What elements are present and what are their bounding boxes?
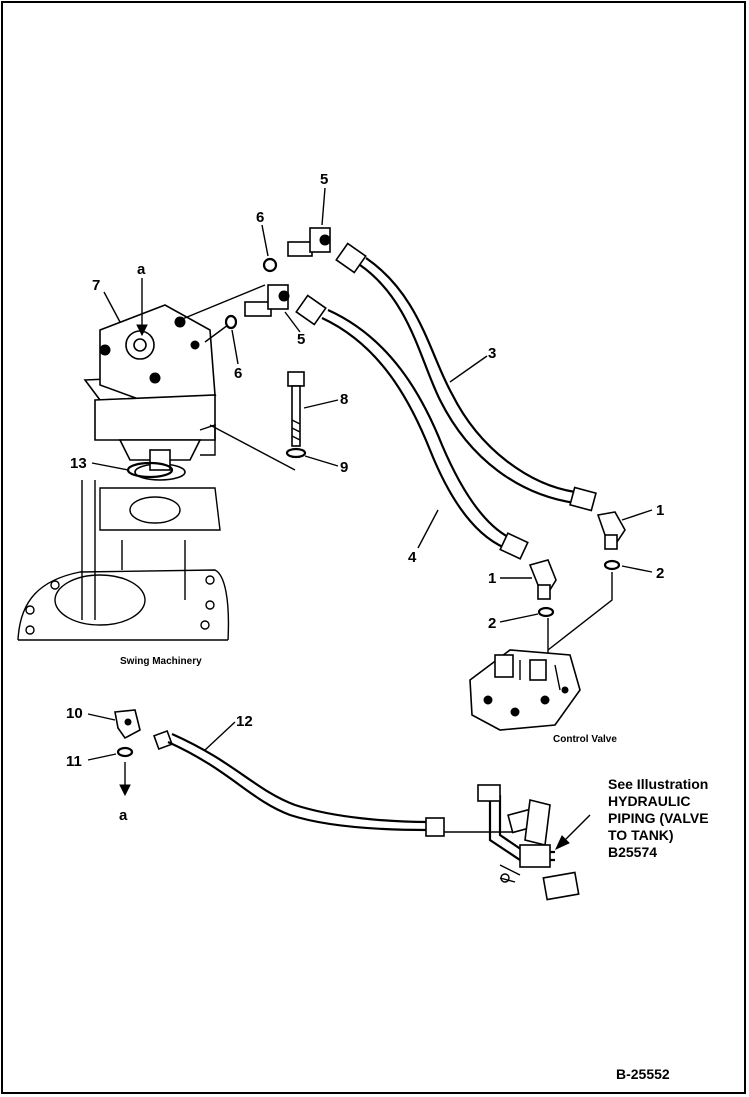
leader-12 [204,721,236,751]
leader-motor-to-fitting-lower [204,324,229,343]
elbow-fitting-1-left [528,559,557,600]
arrow-to-a-head [119,784,131,797]
callout-1-right: 1 [656,502,664,519]
o-ring-6-lower [224,314,238,330]
note-line-3: PIPING (VALVE [608,810,709,826]
hose-12 [153,730,445,837]
hose-3 [335,242,597,512]
callout-7: 7 [92,277,100,294]
callout-10: 10 [66,705,83,722]
leader-13 [91,462,129,471]
o-ring-2-left [537,606,555,618]
label-swing-machinery: Swing Machinery [120,656,202,667]
arrow-a-top [136,324,148,337]
hose-4 [295,294,529,560]
callout-5-upper: 5 [320,171,328,188]
callout-a-bottom: a [119,807,128,824]
leader-2-left [499,613,539,623]
bolt-8 [287,371,305,447]
o-ring-6-upper [262,257,278,273]
leader-motor-to-bolt [209,424,296,471]
figure-id: B-25552 [616,1066,670,1082]
leader-3 [449,355,488,383]
callout-a-top: a [137,261,146,278]
leader-5-upper [321,187,326,226]
leader-11 [87,753,117,761]
leader-6-lower [231,329,239,365]
o-ring-2-right [603,559,621,571]
control-valve [469,649,581,731]
callout-6-lower: 6 [234,365,242,382]
swing-motor [83,304,217,481]
leader-10 [87,713,116,721]
fitting-5-upper [287,227,331,257]
note-arrow-head [554,835,570,851]
callout-2-right: 2 [656,565,664,582]
leader-6-upper [261,224,269,257]
swing-machinery-housing [17,480,230,641]
note-line-5: B25574 [608,844,658,860]
leader-5-lower [284,311,301,333]
valve-to-tank-piping [477,784,580,901]
leader-2-right [621,565,653,573]
o-ring-11 [116,746,134,758]
washer-9 [285,447,307,459]
note-line-2: HYDRAULIC [608,793,691,809]
elbow-fitting-1-right [596,511,626,550]
note-line-1: See Illustration [608,776,709,792]
leader-7 [103,291,121,323]
leader-motor-to-fitting-upper [174,284,266,323]
cross-reference-note: See Illustration HYDRAULIC PIPING (VALVE… [608,776,743,861]
callout-13: 13 [70,455,87,472]
callout-9: 9 [340,459,348,476]
callout-12: 12 [236,713,253,730]
callout-4: 4 [408,549,417,566]
callout-6-upper: 6 [256,209,264,226]
elbow-fitting-10 [114,709,141,740]
label-control-valve: Control Valve [553,734,617,745]
leader-1-right [621,509,653,521]
callout-2-left: 2 [488,615,496,632]
callout-11: 11 [66,753,82,770]
leader-fitting-right-to-valve [547,572,613,651]
callout-3: 3 [488,345,496,362]
callout-5-lower: 5 [297,331,305,348]
callout-8: 8 [340,391,348,408]
leader-4 [417,509,439,549]
fitting-5-lower [244,284,290,317]
callout-1-left: 1 [488,570,496,587]
leader-9 [304,455,339,467]
note-line-4: TO TANK) [608,827,674,843]
leader-8 [303,399,339,409]
